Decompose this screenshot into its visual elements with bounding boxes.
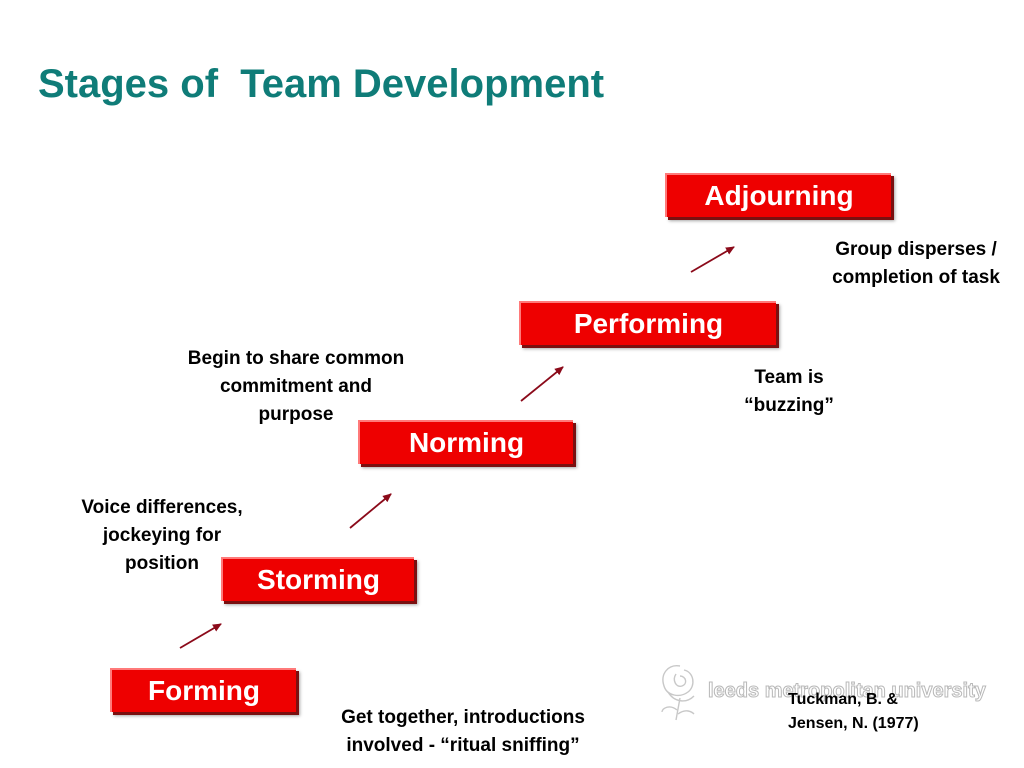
note-line: Begin to share common	[187, 348, 405, 369]
rose-icon	[661, 665, 695, 721]
note-norming: Begin to share common commitment and pur…	[160, 345, 432, 429]
note-line: position	[125, 553, 199, 574]
citation: Tuckman, B. & Jensen, N. (1977)	[788, 688, 919, 736]
note-storming: Voice differences, jockeying for positio…	[55, 494, 269, 578]
page-title: Stages of Team Development	[38, 62, 605, 106]
watermark-text: leeds metropolitan university	[708, 680, 987, 703]
note-line: “buzzing”	[744, 395, 834, 416]
note-line: involved - “ritual sniffing”	[346, 735, 580, 756]
citation-line: Jensen, N. (1977)	[788, 715, 919, 732]
note-forming: Get together, introductions involved - “…	[306, 704, 620, 760]
arrow-norming-to-performing	[520, 366, 564, 402]
university-logo-watermark: leeds metropolitan university	[650, 652, 986, 722]
note-line: purpose	[258, 404, 334, 425]
note-line: jockeying for	[102, 525, 222, 546]
note-performing: Team is “buzzing”	[728, 364, 850, 420]
note-adjourning: Group disperses / completion of task	[805, 236, 1024, 292]
note-line: Get together, introductions	[341, 707, 585, 728]
note-line: Group disperses /	[835, 239, 997, 260]
stage-adjourning: Adjourning	[665, 173, 891, 217]
citation-line: Tuckman, B. &	[788, 691, 898, 708]
arrow-performing-to-adjourning	[690, 246, 735, 273]
stage-storming: Storming	[221, 557, 414, 601]
stage-forming: Forming	[110, 668, 296, 712]
arrow-forming-to-storming	[179, 623, 222, 649]
note-line: commitment and	[219, 376, 373, 397]
stage-performing: Performing	[519, 301, 776, 345]
stage-norming: Norming	[358, 420, 573, 464]
note-line: completion of task	[832, 267, 1000, 288]
note-line: Voice differences,	[81, 497, 243, 518]
note-line: Team is	[754, 367, 824, 388]
arrow-storming-to-norming	[349, 493, 392, 529]
